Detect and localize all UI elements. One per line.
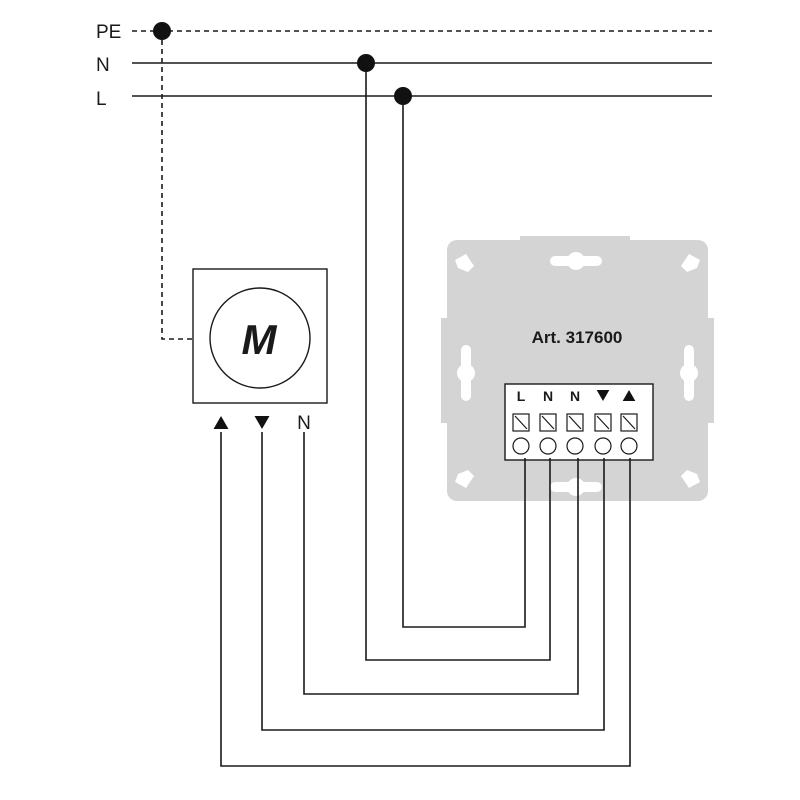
device-plate: Art. 317600 L N N	[441, 236, 714, 501]
plate-tab-right	[704, 318, 714, 423]
wires	[161, 31, 631, 767]
device-terminal-slash-4	[622, 415, 636, 430]
wire-motor-n	[303, 432, 579, 695]
device-terminal-slash-1	[541, 415, 555, 430]
junction-pe	[153, 22, 171, 40]
wire-l-device	[402, 96, 526, 628]
plate-tab-top	[520, 236, 630, 244]
device-terminal-label-2: N	[570, 388, 580, 404]
motor-letter: M	[242, 316, 278, 363]
device-terminal-contact-4	[620, 437, 638, 455]
slot-right-center	[680, 364, 698, 382]
device-terminal-slash-2	[568, 415, 582, 430]
slot-left-center	[457, 364, 475, 382]
corner-hole-tr	[681, 254, 700, 272]
device-terminal-slash-0	[514, 415, 528, 430]
device-terminal-label-1: N	[543, 388, 553, 404]
bus-label-l: L	[96, 89, 107, 110]
corner-hole-bl	[455, 470, 474, 488]
device-terminal-contact-2	[566, 437, 584, 455]
wire-motor-up	[220, 432, 631, 767]
motor-terminal-label-1-down-triangle-icon	[254, 416, 270, 429]
device-terminal-label-4-up-triangle-icon	[622, 390, 636, 401]
wire-pe-motor	[161, 31, 193, 340]
junction-nodes	[153, 22, 412, 105]
bus-lines: PE N L	[96, 22, 712, 110]
device-terminal-label-3-down-triangle-icon	[596, 390, 610, 401]
device-terminal-contact-1	[539, 437, 557, 455]
slot-bottom-center	[567, 478, 585, 496]
wire-n-device	[365, 63, 551, 661]
junction-l	[394, 87, 412, 105]
device-terminal-label-0: L	[517, 388, 526, 404]
device-terminal-slash-3	[596, 415, 610, 430]
article-number: Art. 317600	[532, 328, 623, 347]
motor: M N	[192, 268, 328, 434]
motor-terminal-group: N	[213, 413, 311, 434]
junction-n	[357, 54, 375, 72]
slot-top-center	[567, 252, 585, 270]
device-terminal-contact-0	[512, 437, 530, 455]
motor-terminal-label-0-up-triangle-icon	[213, 416, 229, 429]
corner-hole-br	[681, 470, 700, 488]
bus-label-n: N	[96, 55, 110, 76]
motor-circle	[209, 287, 311, 389]
motor-terminal-label-2: N	[297, 413, 311, 434]
bus-label-pe: PE	[96, 22, 121, 43]
corner-hole-tl	[455, 254, 474, 272]
device-terminal-contact-3	[594, 437, 612, 455]
wire-motor-down	[261, 432, 605, 731]
plate-tab-left	[441, 318, 451, 423]
